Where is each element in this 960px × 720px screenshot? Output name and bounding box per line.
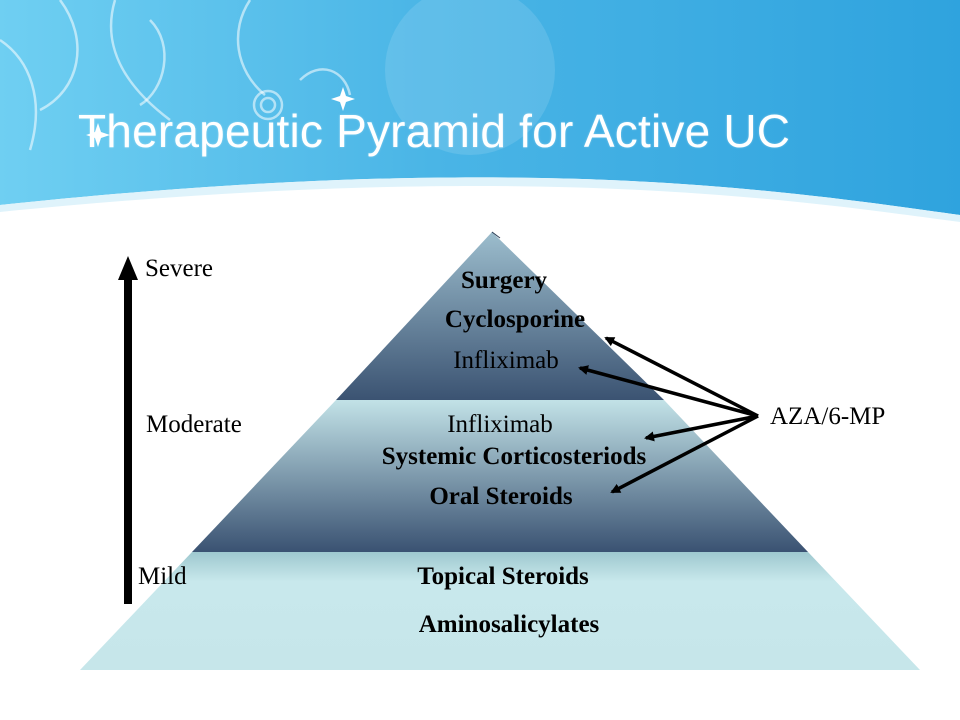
severity-label-severe: Severe [145, 255, 214, 282]
middle-tier-item-oral-steroids: Oral Steroids [429, 483, 573, 510]
severity-label-mild: Mild [138, 563, 187, 590]
severity-arrow [118, 256, 138, 604]
arrow-to-infliximab-top [578, 365, 759, 418]
slide-title: Therapeutic Pyramid for Active UC [78, 105, 791, 157]
severity-label-moderate: Moderate [146, 411, 242, 438]
arrow-to-corticosteroids [644, 414, 759, 442]
header-banner [0, 0, 960, 222]
bottom-tier-item-aminosalicylates: Aminosalicylates [418, 611, 600, 638]
globe-decoration-icon [385, 0, 555, 155]
top-tier-item-cyclosporine: Cyclosporine [444, 306, 586, 333]
top-tier-item-infliximab: Infliximab [453, 347, 559, 374]
top-tier-item-surgery: Surgery [460, 267, 548, 294]
arrow-to-oral-steroids [610, 414, 759, 494]
sparkle-icon [86, 123, 110, 147]
aza-arrows [578, 336, 759, 494]
pyramid-top-tier [336, 232, 664, 400]
arrow-to-cyclosporine [604, 336, 759, 418]
middle-tier-item-corticosteroids: Systemic Corticosteriods [381, 443, 647, 470]
swirl-decoration-icon [0, 0, 352, 151]
pyramid-apex-edge [491, 231, 501, 239]
pyramid-bottom-tier [80, 552, 920, 670]
sparkle-icon [331, 87, 355, 111]
middle-tier-item-infliximab: Infliximab [447, 411, 553, 438]
aza-6mp-label: AZA/6-MP [770, 403, 886, 430]
bottom-tier-item-topical-steroids: Topical Steroids [417, 563, 589, 590]
